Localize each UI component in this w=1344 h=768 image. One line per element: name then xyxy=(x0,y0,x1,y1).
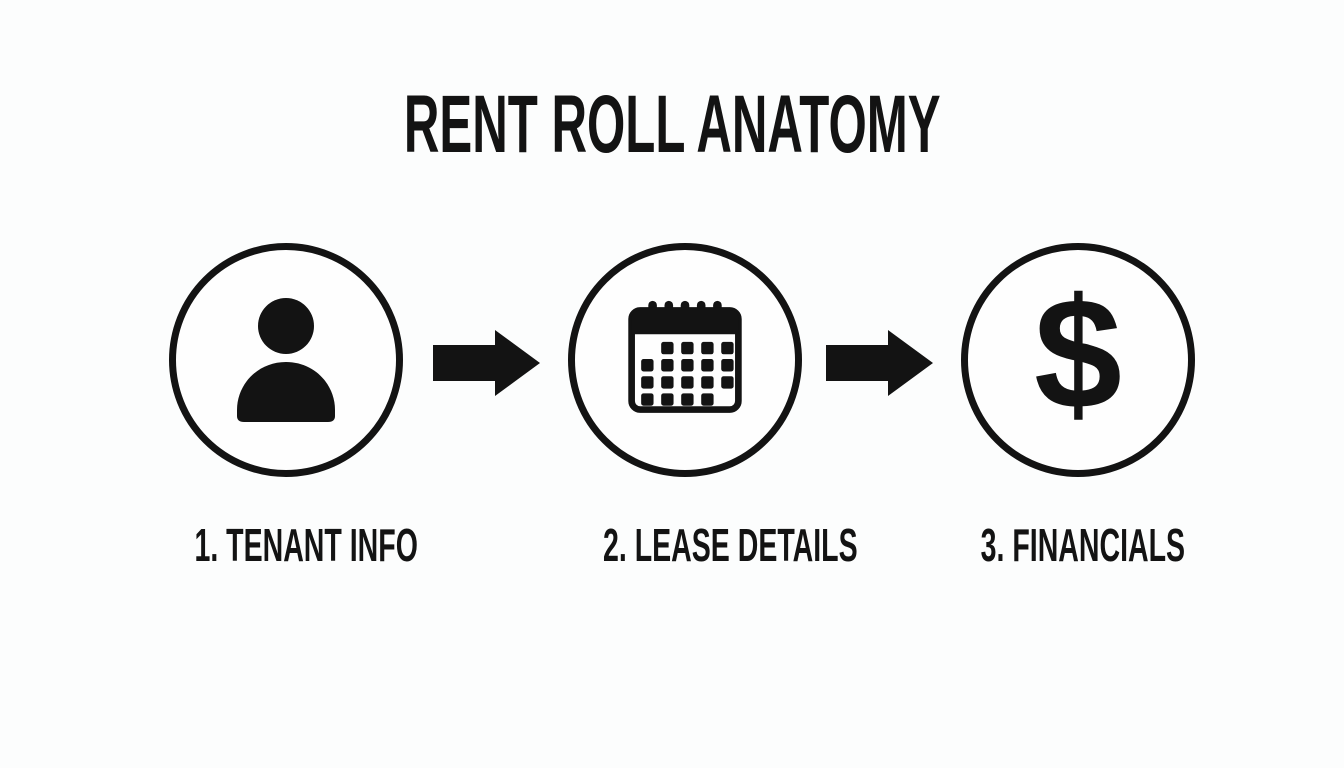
step-1-label: 1. TENANT INFO xyxy=(126,522,446,568)
person-icon xyxy=(237,298,335,422)
page-title-text: RENT ROLL ANATOMY xyxy=(403,79,941,170)
step-2-label-text: 2. LEASE DETAILS xyxy=(603,519,858,571)
page-title: RENT ROLL ANATOMY xyxy=(0,84,1344,166)
step-1-label-text: 1. TENANT INFO xyxy=(194,519,418,571)
step-2-label: 2. LEASE DETAILS xyxy=(525,522,858,568)
step-1-circle xyxy=(169,243,403,477)
step-3-label: 3. FINANCIALS xyxy=(918,522,1238,568)
step-3-label-text: 3. FINANCIALS xyxy=(980,519,1186,571)
step-2-circle xyxy=(568,243,802,477)
arrow-right-icon xyxy=(826,330,933,396)
calendar-icon xyxy=(628,300,742,413)
arrow-right-icon xyxy=(433,330,540,396)
dollar-icon: $ xyxy=(1034,266,1122,442)
step-3-circle: $ xyxy=(961,243,1195,477)
